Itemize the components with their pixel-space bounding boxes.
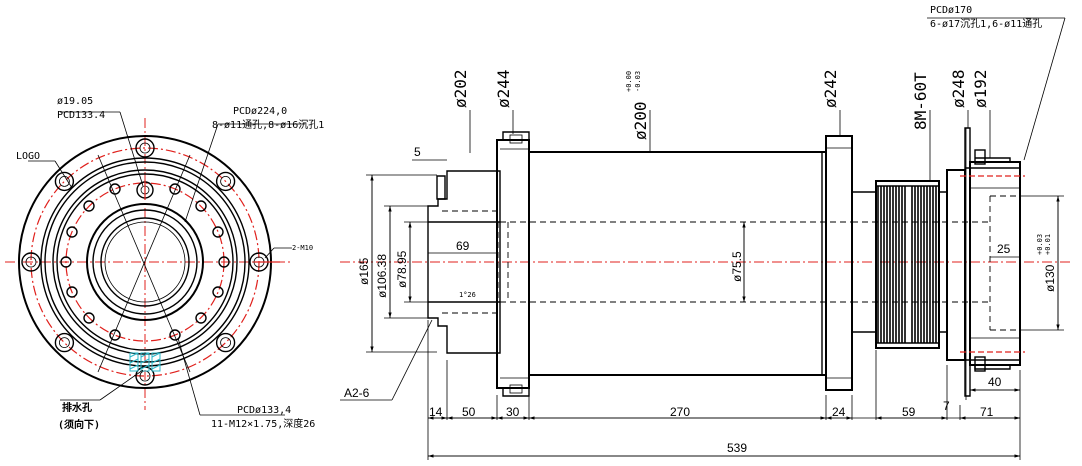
dim40-label: 40 bbox=[988, 375, 1002, 389]
d200-tol-up: +0.00 bbox=[625, 71, 633, 92]
dim50-label: 50 bbox=[462, 405, 476, 419]
flange-step-circle bbox=[40, 157, 250, 367]
d244-label: ø244 bbox=[494, 69, 513, 108]
dim24-label: 24 bbox=[832, 405, 846, 419]
dim69-label: 69 bbox=[456, 239, 470, 253]
side-labels: ø202 ø244 ø200 +0.00 -0.03 ø242 8M-60T ø… bbox=[344, 5, 1057, 455]
pcd133-holes bbox=[60, 183, 230, 341]
m10-label: 2-M10 bbox=[292, 244, 313, 252]
d165-label: ø165 bbox=[357, 257, 371, 285]
m12-label: 11-M12×1.75,深度26 bbox=[211, 417, 315, 430]
d242-label: ø242 bbox=[821, 69, 840, 108]
d78-label: ø78.95 bbox=[395, 250, 409, 288]
flange-step-circle-2 bbox=[44, 161, 246, 363]
bore-outer-circle bbox=[86, 203, 204, 321]
d19-label: ø19.05 bbox=[57, 96, 93, 107]
hole-center-marks bbox=[144, 180, 280, 263]
front-ring-b bbox=[56, 173, 234, 351]
angle-note: 1°26 bbox=[459, 291, 476, 299]
drain-label: 排水孔 bbox=[62, 401, 92, 414]
side-view: ø202 ø244 ø200 +0.00 -0.03 ø242 8M-60T ø… bbox=[340, 5, 1072, 460]
pcd224-label: PCDø224,0 bbox=[233, 106, 287, 117]
holes170-label: 6-ø17沉孔1,6-ø11通孔 bbox=[930, 17, 1042, 30]
drain-note: (须向下) bbox=[58, 418, 100, 431]
pcd133-circle bbox=[65, 182, 225, 342]
pulley-teeth bbox=[877, 186, 937, 343]
d106-label: ø106.38 bbox=[375, 254, 389, 298]
front-leaders bbox=[28, 111, 305, 416]
hidden-bore bbox=[442, 210, 852, 314]
dimension-arrows bbox=[370, 175, 1060, 458]
bore-inner-circle bbox=[100, 217, 190, 307]
pcd170-label: PCDø170 bbox=[930, 5, 972, 16]
dim7-label: 7 bbox=[943, 399, 950, 413]
d202-label: ø202 bbox=[451, 69, 470, 108]
d200-label: ø200 bbox=[631, 101, 650, 140]
pcd133-bottom-label: PCDø133,4 bbox=[237, 405, 291, 416]
dim14-label: 14 bbox=[429, 405, 443, 419]
d248-label: ø248 bbox=[949, 69, 968, 108]
a2-label: A2-6 bbox=[344, 386, 370, 400]
front-ring-a bbox=[52, 169, 238, 355]
main-body bbox=[529, 151, 827, 376]
rear-flange bbox=[825, 135, 853, 391]
logo-label: LOGO bbox=[16, 151, 40, 162]
belt-label: 8M-60T bbox=[911, 72, 930, 130]
bore-mid-circle bbox=[92, 209, 198, 315]
d130-tol-up: +0.03 bbox=[1036, 234, 1044, 255]
dim25-label: 25 bbox=[997, 242, 1011, 256]
d130-tol-dn: +0.01 bbox=[1044, 234, 1052, 255]
d130-label: ø130 bbox=[1043, 264, 1057, 292]
dim539-label: 539 bbox=[727, 441, 747, 455]
front-view: ø19.05 PCD133.4 LOGO PCDø224,0 8-ø11通孔,8… bbox=[5, 96, 324, 431]
rear-housing bbox=[946, 169, 966, 361]
dim5-label: 5 bbox=[414, 145, 421, 159]
d75-label: ø75.5 bbox=[730, 251, 744, 282]
rear-cap bbox=[969, 161, 1021, 366]
dim270-label: 270 bbox=[670, 405, 690, 419]
d200-tol-dn: -0.03 bbox=[634, 71, 642, 92]
pcd224-holes-label: 8-ø11通孔,8-ø16沉孔1 bbox=[212, 118, 324, 131]
dim59-label: 59 bbox=[902, 405, 916, 419]
dim71-label: 71 bbox=[980, 405, 994, 419]
drain-slots bbox=[129, 352, 161, 372]
pcd133-top-label: PCD133.4 bbox=[57, 110, 105, 121]
bore-inner-circle-2 bbox=[104, 221, 186, 303]
front-flange bbox=[496, 139, 530, 389]
d192-label: ø192 bbox=[971, 69, 990, 108]
dim30-label: 30 bbox=[506, 405, 520, 419]
